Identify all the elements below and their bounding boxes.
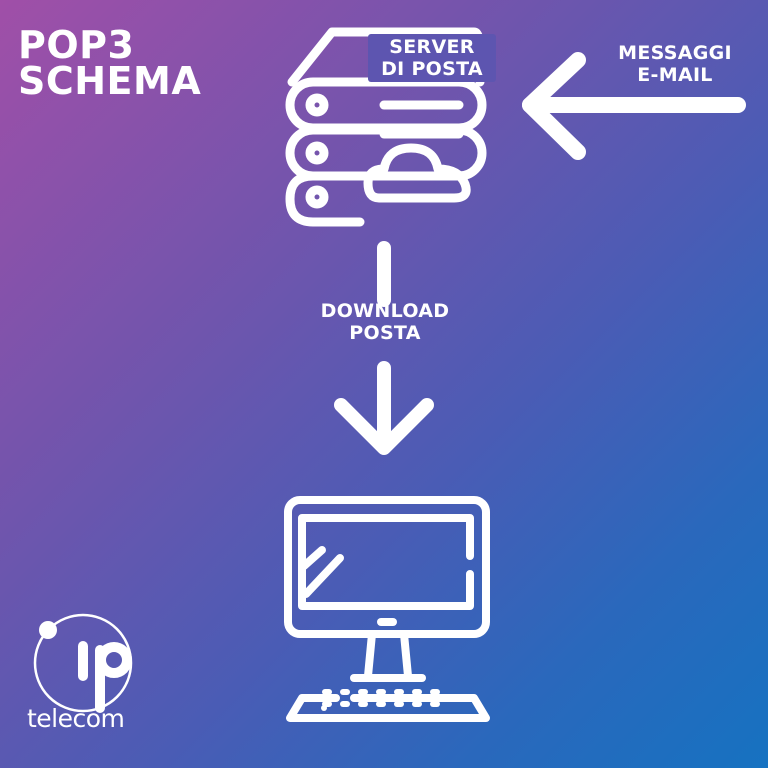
download-label: DOWNLOAD POSTA — [320, 300, 450, 344]
ip-telecom-logo: ip — [33, 613, 133, 713]
diagram-title: POP3 SCHEMA — [18, 23, 202, 103]
incoming-messages-label: MESSAGGI E-MAIL — [618, 42, 732, 86]
keyboard-keys — [322, 689, 440, 707]
title-line-1: POP3 — [18, 23, 135, 67]
logo-mark: ip — [28, 593, 43, 612]
arrow-down-icon — [334, 241, 434, 455]
title-line-2: SCHEMA — [18, 59, 202, 103]
server-label: SERVER DI POSTA — [368, 34, 496, 82]
arrow-left-icon — [522, 52, 746, 160]
logo-text: telecom — [27, 704, 125, 733]
desktop-computer-icon — [284, 496, 490, 722]
